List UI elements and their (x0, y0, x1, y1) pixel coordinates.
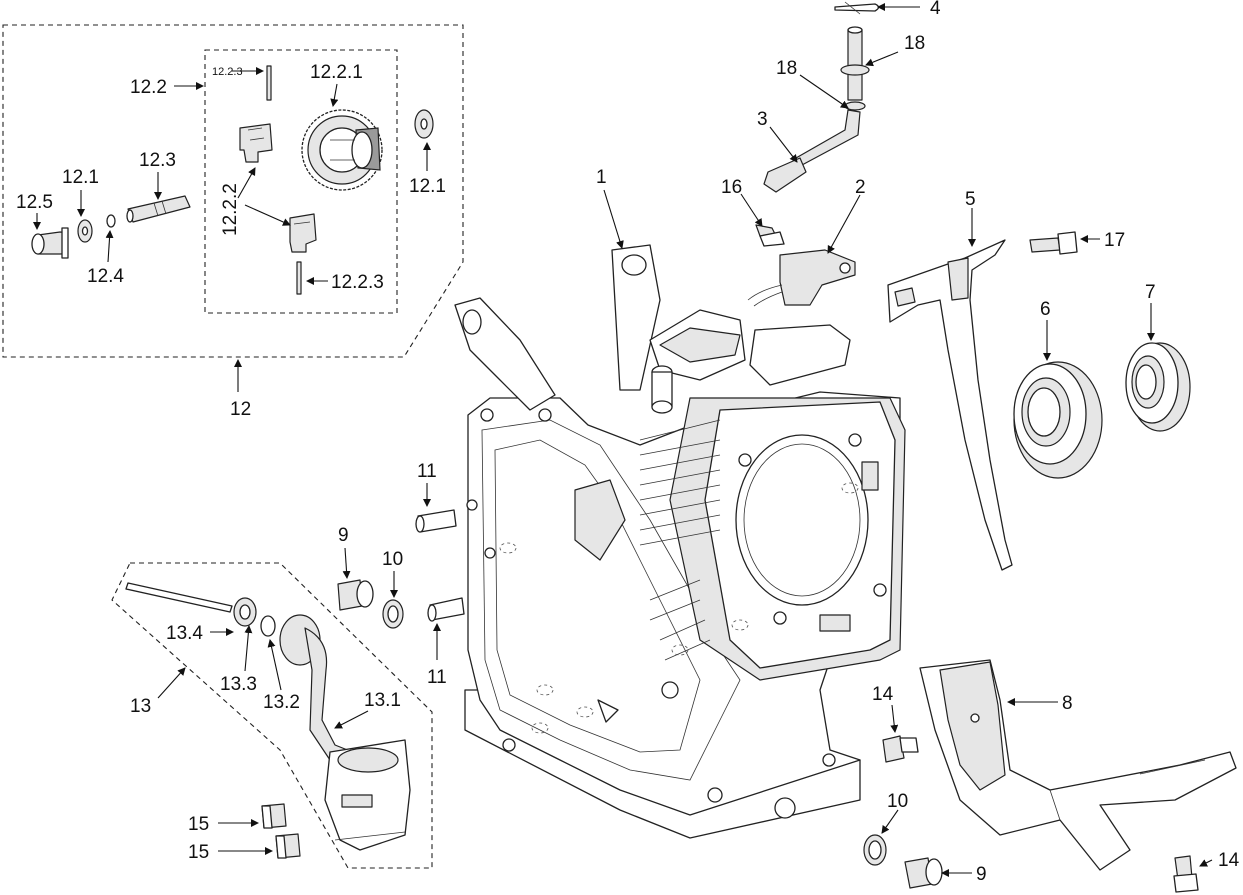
label-18-top: 18 (904, 33, 925, 54)
label-12-4: 12.4 (87, 266, 124, 287)
label-16: 16 (721, 177, 742, 198)
washer-12-1-right (414, 109, 434, 139)
label-5: 5 (965, 189, 976, 210)
oil-sensor-13 (125, 582, 411, 851)
label-17: 17 (1104, 230, 1125, 251)
part-labels: 4 18 18 3 16 2 1 5 17 6 7 12.2 12.2.3 12… (16, 0, 1240, 885)
frame-bracket-8 (919, 659, 1237, 871)
label-4: 4 (930, 0, 941, 19)
label-12-1-right: 12.1 (409, 176, 446, 197)
label-11-lower: 11 (427, 667, 447, 688)
label-14-lower: 14 (1218, 850, 1240, 871)
label-1: 1 (596, 167, 607, 188)
leader-lines (33, 3, 1213, 877)
label-12-2-3-bottom: 12.2.3 (331, 272, 384, 293)
lever-3 (763, 109, 861, 193)
label-13-1: 13.1 (364, 690, 401, 711)
clip-12-4 (106, 214, 116, 228)
bracket-5 (887, 239, 1013, 571)
label-12-2-3-top: 12.2.3 (212, 66, 243, 78)
label-12-2-1: 12.2.1 (310, 62, 363, 83)
washer-10-bottom (863, 834, 887, 866)
label-15-lower: 15 (188, 842, 209, 863)
label-14-upper: 14 (872, 684, 894, 705)
oil-seal-7 (1125, 342, 1191, 432)
bearing-6 (1013, 361, 1103, 479)
label-2: 2 (855, 177, 866, 198)
governor-gear-12-2-1 (301, 109, 383, 191)
bolt-15-lower (275, 833, 301, 859)
bolt-9-bottom (904, 857, 943, 889)
label-7: 7 (1145, 282, 1156, 303)
label-13-2: 13.2 (263, 692, 300, 713)
label-8: 8 (1062, 693, 1073, 714)
split-pin-4 (834, 1, 880, 15)
rod-and-spacers-18 (840, 26, 870, 111)
label-9-left: 9 (338, 525, 349, 546)
label-10-left: 10 (382, 549, 403, 570)
governor-weight-12-2-2-lower (289, 213, 317, 253)
bolt-16 (755, 224, 785, 247)
pin-12-2-3-top (266, 65, 272, 101)
switch-2 (747, 249, 856, 307)
crankcase-1 (454, 244, 906, 839)
pin-12-2-3-bottom (296, 261, 302, 295)
label-9-bottom: 9 (976, 864, 987, 885)
label-10-bottom: 10 (887, 791, 908, 812)
governor-bolt-12-5 (31, 227, 69, 259)
label-6: 6 (1040, 299, 1051, 320)
label-13-3: 13.3 (220, 674, 257, 695)
label-3: 3 (757, 109, 768, 130)
bolt-9-left (337, 579, 374, 611)
bolt-14-lower (1173, 855, 1199, 893)
label-13: 13 (130, 696, 151, 717)
governor-weight-12-2-2-upper (239, 123, 273, 163)
dowel-11-upper (415, 509, 457, 533)
label-18: 18 (776, 58, 797, 79)
label-12: 12 (230, 399, 251, 420)
label-15-upper: 15 (188, 814, 209, 835)
bolt-14-upper (882, 735, 919, 763)
label-12-3: 12.3 (139, 150, 176, 171)
label-11-upper: 11 (417, 461, 437, 482)
group-13-boundary (111, 562, 433, 869)
bolt-17 (1029, 231, 1078, 255)
label-12-1-left: 12.1 (62, 167, 99, 188)
washer-10-left (382, 599, 404, 629)
washer-12-1-left (77, 219, 93, 243)
group-12-boundary (2, 24, 464, 358)
dowel-11-lower (427, 597, 465, 622)
label-12-5: 12.5 (16, 192, 53, 213)
bolt-15-upper (261, 803, 287, 829)
label-12-2-2: 12.2.2 (220, 183, 241, 236)
label-13-4: 13.4 (166, 623, 203, 644)
shaft-12-3 (126, 195, 191, 223)
label-12-2: 12.2 (130, 77, 167, 98)
